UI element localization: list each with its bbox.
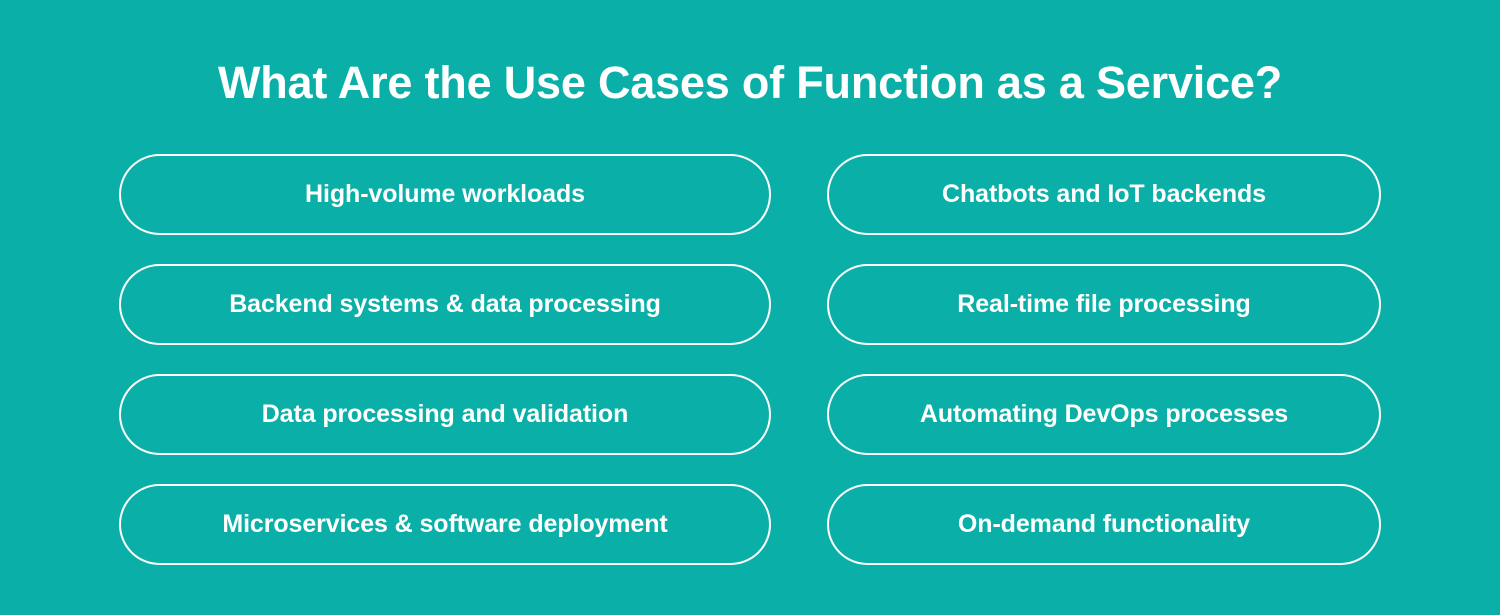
use-case-label: Backend systems & data processing (229, 289, 661, 318)
use-case-pill-backend-systems-data-processing[interactable]: Backend systems & data processing (119, 264, 771, 345)
use-case-label: High-volume workloads (305, 179, 585, 208)
use-case-label: Microservices & software deployment (222, 509, 668, 538)
use-case-grid: High-volume workloads Chatbots and IoT b… (119, 154, 1381, 565)
use-case-pill-real-time-file-processing[interactable]: Real-time file processing (827, 264, 1381, 345)
use-case-label: On-demand functionality (957, 509, 1251, 538)
use-case-pill-high-volume-workloads[interactable]: High-volume workloads (119, 154, 771, 235)
use-case-pill-automating-devops-processes[interactable]: Automating DevOps processes (827, 374, 1381, 455)
use-case-pill-microservices-software-deployment[interactable]: Microservices & software deployment (119, 484, 771, 565)
use-case-label: Real-time file processing (957, 289, 1251, 318)
use-case-pill-on-demand-functionality[interactable]: On-demand functionality (827, 484, 1381, 565)
use-case-label: Chatbots and IoT backends (942, 179, 1266, 208)
use-case-label: Data processing and validation (261, 399, 629, 428)
use-case-pill-data-processing-and-validation[interactable]: Data processing and validation (119, 374, 771, 455)
page-title: What Are the Use Cases of Function as a … (217, 57, 1283, 108)
use-case-pill-chatbots-and-iot-backends[interactable]: Chatbots and IoT backends (827, 154, 1381, 235)
use-case-label: Automating DevOps processes (919, 399, 1289, 428)
